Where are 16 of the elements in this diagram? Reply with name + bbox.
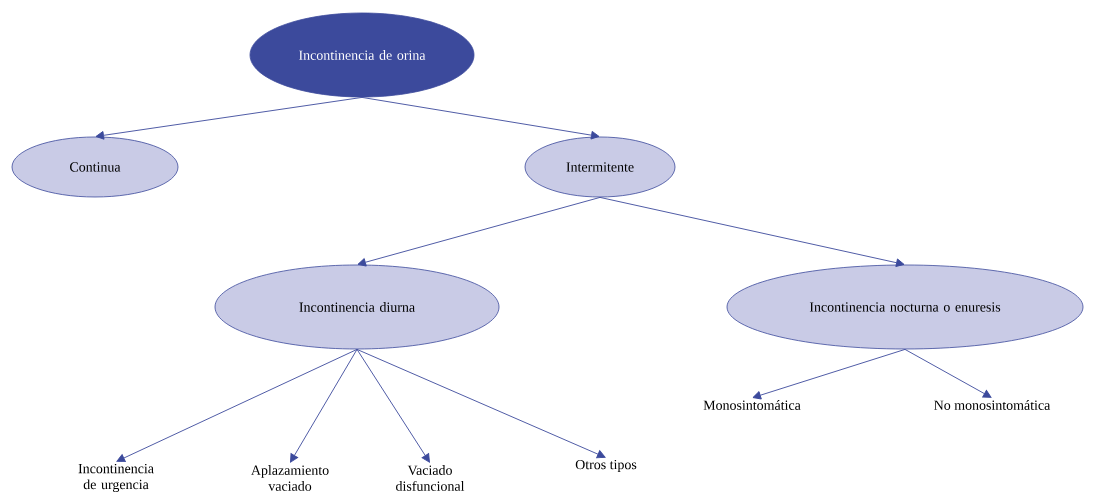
arrow xyxy=(95,96,363,140)
arrow xyxy=(361,96,600,140)
arrow xyxy=(357,196,601,267)
leaf-label: Monosintomática xyxy=(703,400,801,410)
leaf-label: No monosintomática xyxy=(934,400,1051,410)
arrow xyxy=(904,348,992,398)
arrow xyxy=(599,196,905,267)
arrow xyxy=(290,348,358,463)
arrow xyxy=(356,348,430,463)
arrow xyxy=(752,348,906,400)
leaf-label: Incontinencia de urgencia xyxy=(78,463,154,493)
arrow xyxy=(356,348,606,459)
leaf-label: Aplazamiento vaciado xyxy=(251,465,329,491)
leaf-label: Otros tipos xyxy=(575,459,637,473)
leaf-label: Vaciado disfuncional xyxy=(396,465,465,491)
arrow xyxy=(116,348,358,463)
